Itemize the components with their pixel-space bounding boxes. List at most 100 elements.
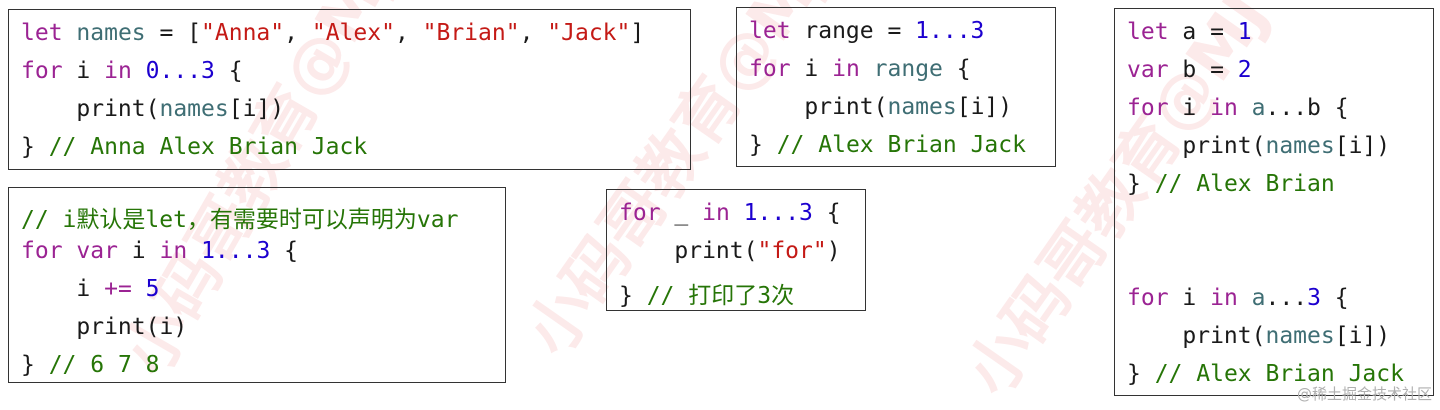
code-text: print(	[1127, 323, 1266, 349]
code-text: {	[214, 58, 243, 84]
identifier: a	[1251, 95, 1266, 121]
code-text: = [	[145, 20, 202, 46]
code-text: {	[942, 56, 971, 82]
code-line: print("for")	[619, 238, 841, 264]
code-text	[1238, 95, 1252, 121]
keyword: var	[76, 238, 118, 264]
code-text: i	[21, 276, 105, 302]
code-text: ,	[284, 20, 312, 46]
code-text	[63, 20, 77, 46]
string-literal: "Anna"	[201, 20, 285, 46]
keyword: for	[1127, 285, 1169, 311]
comment: // 打印了3次	[646, 283, 795, 309]
code-text: }	[1127, 361, 1155, 387]
keyword: let	[1127, 19, 1169, 45]
code-text: print(	[749, 94, 888, 120]
code-text: [i])	[228, 96, 285, 122]
string-literal: "Jack"	[547, 20, 631, 46]
comment: // Anna Alex Brian Jack	[48, 134, 368, 160]
code-line: // i默认是let，有需要时可以声明为var	[21, 200, 458, 234]
code-text: {	[1320, 285, 1349, 311]
keyword: in	[702, 200, 730, 226]
code-line: print(names[i])	[21, 96, 284, 122]
code-text	[860, 56, 874, 82]
comment: // Alex Brian Jack	[776, 132, 1026, 158]
code-box-range-loop: let range = 1...3 for i in range { print…	[736, 7, 1056, 167]
code-text: {	[812, 200, 841, 226]
code-text	[730, 200, 744, 226]
code-text: i	[117, 238, 160, 264]
keyword: for	[619, 200, 661, 226]
code-text: }	[749, 132, 777, 158]
code-text	[63, 238, 77, 264]
code-line: for var i in 1...3 {	[21, 238, 298, 264]
code-line: for i in a...3 {	[1127, 285, 1349, 311]
number-literal: 1	[1237, 19, 1252, 45]
keyword: let	[21, 20, 63, 46]
code-text: a =	[1168, 19, 1238, 45]
keyword: for	[21, 238, 63, 264]
code-line: for i in range {	[749, 56, 971, 82]
code-text: [i])	[1334, 323, 1391, 349]
comment: // i默认是let，有需要时可以声明为var	[21, 207, 459, 233]
code-text: i	[790, 56, 833, 82]
code-text: _	[660, 200, 703, 226]
site-credit: @稀土掘金技术社区	[1296, 385, 1432, 403]
code-text	[132, 276, 146, 302]
keyword: for	[21, 58, 63, 84]
identifier: names	[159, 96, 229, 122]
code-box-variable-range: let a = 1 var b = 2 for i in a...b { pri…	[1114, 8, 1434, 396]
code-text: print(	[1127, 133, 1266, 159]
code-text	[187, 238, 201, 264]
code-box-var-loop: // i默认是let，有需要时可以声明为var for var i in 1..…	[8, 187, 506, 383]
code-text: ...	[1265, 285, 1308, 311]
comment: // Alex Brian Jack	[1154, 361, 1404, 387]
string-literal: "Brian"	[422, 20, 520, 46]
code-line: print(i)	[21, 314, 187, 340]
code-line: let range = 1...3	[749, 18, 984, 44]
code-line: for _ in 1...3 {	[619, 200, 841, 226]
comment: // Alex Brian	[1154, 171, 1335, 197]
identifier: names	[76, 20, 146, 46]
code-text: ]	[630, 20, 645, 46]
string-literal: "Alex"	[311, 20, 395, 46]
code-text: i	[1168, 95, 1211, 121]
code-line: for i in 0...3 {	[21, 58, 243, 84]
code-line: print(names[i])	[1127, 323, 1390, 349]
number-literal: 1...3	[743, 200, 813, 226]
number-literal: 1...3	[201, 238, 271, 264]
code-line: var b = 2	[1127, 57, 1252, 83]
keyword: for	[749, 56, 791, 82]
identifier: names	[1265, 323, 1335, 349]
code-text: ,	[519, 20, 548, 46]
code-line: print(names[i])	[1127, 133, 1390, 159]
code-line: } // Alex Brian	[1127, 171, 1335, 197]
keyword: in	[159, 238, 188, 264]
code-line: } // Anna Alex Brian Jack	[21, 134, 367, 160]
number-literal: 2	[1237, 57, 1252, 83]
code-line: for i in a...b {	[1127, 95, 1349, 121]
identifier: range	[873, 56, 943, 82]
identifier: names	[887, 94, 957, 120]
code-text: }	[21, 134, 49, 160]
comment: // 6 7 8	[48, 352, 160, 378]
code-text	[1238, 285, 1252, 311]
number-literal: 3	[1307, 285, 1321, 311]
code-text: [i])	[956, 94, 1013, 120]
code-text: i	[62, 58, 105, 84]
code-text: ,	[394, 20, 423, 46]
code-text: print(i)	[21, 314, 188, 340]
code-text: }	[619, 283, 647, 309]
code-text: )	[826, 238, 841, 264]
code-text: [i])	[1334, 133, 1391, 159]
code-line: i += 5	[21, 276, 159, 302]
code-text: print(	[21, 96, 160, 122]
keyword: for	[1127, 95, 1169, 121]
number-literal: 1...3	[915, 18, 985, 44]
code-text: ...b {	[1265, 95, 1349, 121]
keyword: in	[104, 58, 132, 84]
identifier: names	[1265, 133, 1335, 159]
code-line: } // Alex Brian Jack	[1127, 361, 1404, 387]
keyword: let	[749, 18, 791, 44]
code-text: print(	[619, 238, 758, 264]
